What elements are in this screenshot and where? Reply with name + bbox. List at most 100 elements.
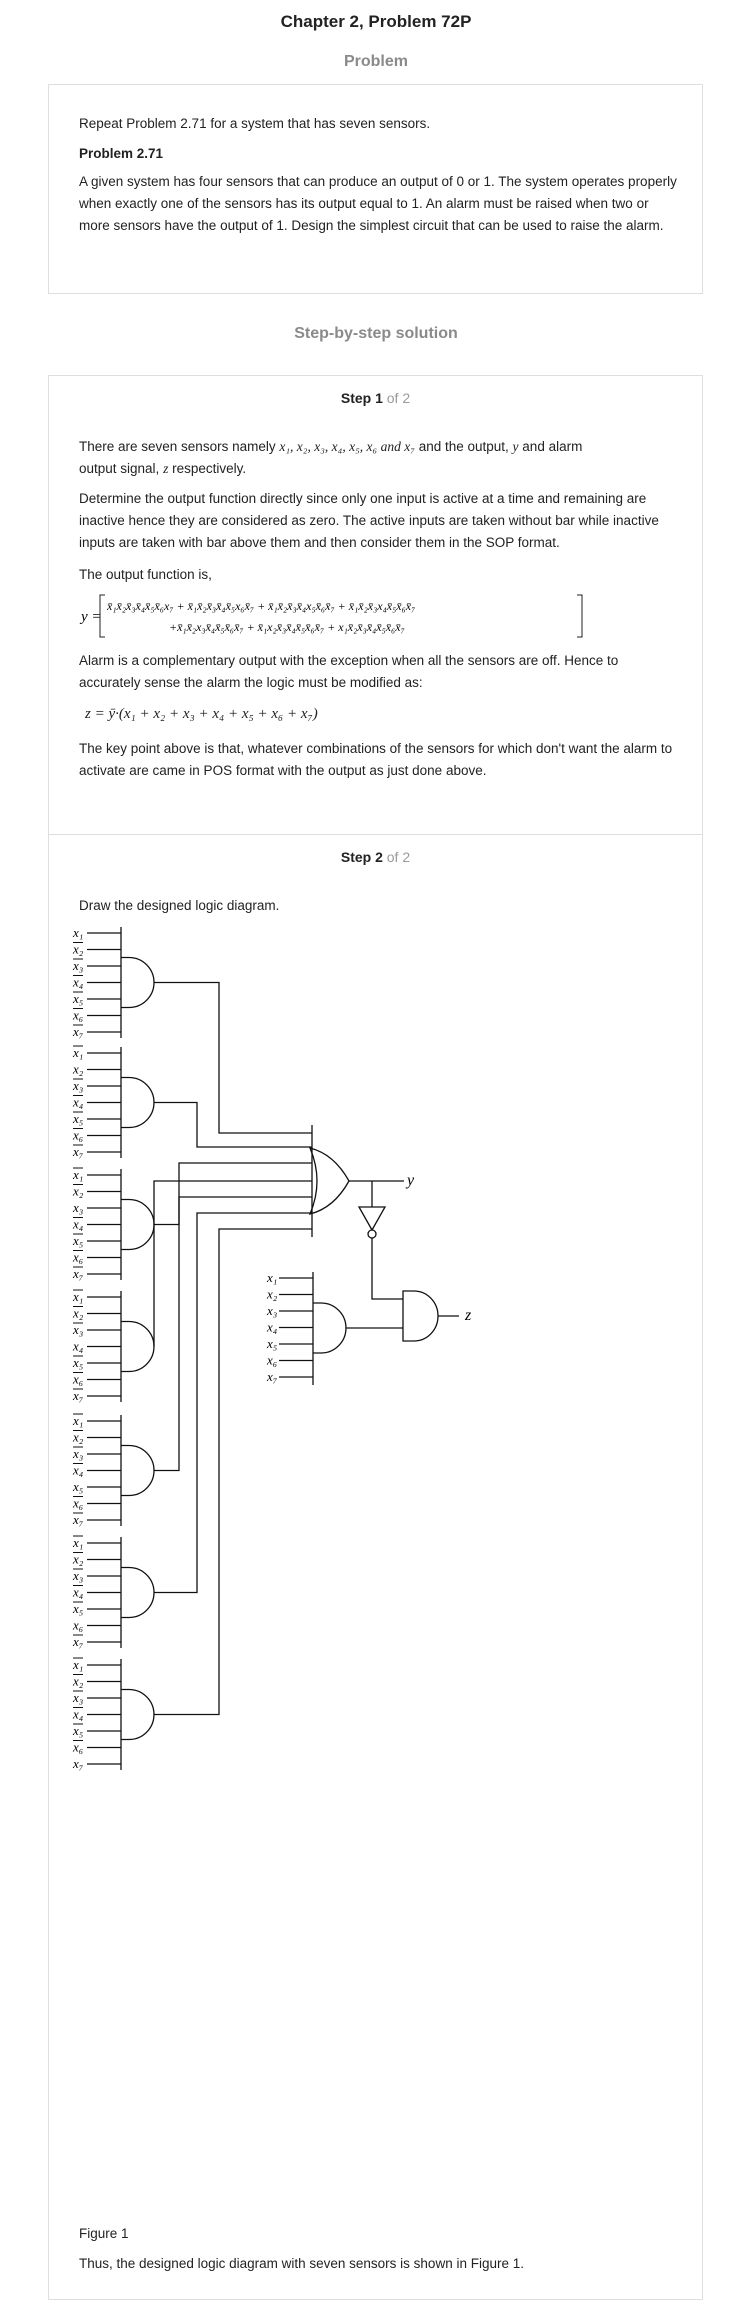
- step1-intro-line2: output signal, z respectively.: [79, 461, 247, 476]
- wire-2: [154, 1101, 312, 1148]
- eq-lhs: y =: [79, 609, 102, 625]
- input-label: x₆: [72, 1250, 83, 1265]
- input-label: x₅: [72, 1479, 83, 1494]
- wire-6: [154, 1212, 312, 1594]
- input-label: x₂: [72, 1062, 84, 1077]
- input-label: x₁: [72, 1289, 83, 1304]
- inverter: [357, 1206, 387, 1239]
- problem-heading: Problem: [343, 53, 408, 70]
- wire-1: [154, 981, 312, 1134]
- input-label: x₁: [266, 1270, 277, 1285]
- input-label: x₆: [72, 1008, 83, 1023]
- input-label: x₁: [72, 1535, 83, 1550]
- input-label: x₅: [72, 1111, 83, 1126]
- alarm-and-gate: [402, 1290, 439, 1342]
- input-label: x₄: [72, 1707, 84, 1722]
- intro-line2: respectively.: [172, 461, 247, 476]
- input-label: x₆: [72, 1740, 83, 1755]
- sensor-list: x₁, x₂, x₃, x₄, x₅, x₆ and x₇: [279, 439, 415, 454]
- problem-ref-text: A given system has four sensors that can…: [79, 174, 677, 233]
- eq-row2: +x̄₁x̄₂x₃x̄₄x̄₅x̄₆x̄₇ + x̄₁x₂x̄₃x̄₄x̄₅x̄…: [169, 620, 405, 634]
- problem-card: Repeat Problem 2.71 for a system that ha…: [48, 84, 703, 294]
- step1-card: Step 1 of 2 There are seven sensors name…: [48, 375, 703, 835]
- wire-7: [154, 1228, 312, 1716]
- input-label: x₆: [266, 1353, 277, 1368]
- input-label: x₃: [72, 958, 83, 973]
- input-label: x₅: [72, 1601, 83, 1616]
- solution-heading: Step-by-step solution: [294, 325, 458, 342]
- input-label: x₅: [72, 1355, 83, 1370]
- output-equation-graphic: y = x̄₁x̄₂x̄₃x̄₄x̄₅x̄₆x₇ + x̄₁x̄₂x̄₃x̄₄x…: [79, 594, 583, 638]
- input-label: x₇: [72, 1512, 84, 1527]
- input-label: x₇: [72, 1756, 84, 1771]
- input-label: x₃: [72, 1568, 83, 1583]
- input-label: x₇: [72, 1388, 84, 1403]
- output-equation: y = x̄₁x̄₂x̄₃x̄₄x̄₅x̄₆x₇ + x̄₁x̄₂x̄₃x̄₄x…: [79, 591, 689, 641]
- or-gate: [308, 1147, 350, 1215]
- input-label: x₄: [72, 975, 84, 990]
- step2-title: Step 2: [340, 849, 383, 865]
- input-label: x₃: [72, 1200, 83, 1215]
- alarm-equation: z = ȳ·(x₁ + x₂ + x₃ + x₄ + x₅ + x₆ + x₇): [85, 706, 318, 722]
- input-label: x₄: [72, 1217, 84, 1232]
- step1-p5: The key point above is that, whatever co…: [79, 741, 673, 778]
- input-label: x₆: [72, 1128, 83, 1143]
- input-label: x₂: [72, 1674, 84, 1689]
- input-label: x₁: [72, 925, 83, 940]
- input-label: x₅: [266, 1336, 277, 1351]
- step1-p2: Determine the output function directly s…: [79, 491, 659, 550]
- step1-p3: The output function is,: [79, 567, 212, 582]
- input-label: x₃: [266, 1303, 277, 1318]
- problem-text: Repeat Problem 2.71 for a system that ha…: [79, 116, 431, 131]
- input-label: x₄: [72, 1095, 84, 1110]
- input-label: x₃: [72, 1690, 83, 1705]
- alarm-var: z: [163, 461, 169, 476]
- input-label: x₁: [72, 1657, 83, 1672]
- input-label: x₇: [72, 1024, 84, 1039]
- input-label: x₇: [266, 1369, 278, 1384]
- intro-pre: There are seven sensors namely: [79, 439, 276, 454]
- step1-intro: There are seven sensors namely x₁, x₂, x…: [79, 436, 679, 458]
- input-label: x₂: [72, 1552, 84, 1567]
- step1-count: of 2: [386, 390, 411, 406]
- input-label: x₁: [72, 1167, 83, 1182]
- step2-count: of 2: [386, 849, 411, 865]
- wire-5: [154, 1196, 312, 1472]
- input-label: x₁: [72, 1413, 83, 1428]
- input-label: x₇: [72, 1266, 84, 1281]
- intro-post: and alarm: [522, 439, 583, 454]
- input-label: x₅: [72, 991, 83, 1006]
- intro-mid: and the output,: [418, 439, 509, 454]
- input-label: x₃: [72, 1446, 83, 1461]
- input-label: x₄: [72, 1585, 84, 1600]
- output-var: y: [512, 439, 519, 454]
- input-label: x₅: [72, 1723, 83, 1738]
- step2-p2: Thus, the designed logic diagram with se…: [79, 2256, 524, 2271]
- input-label: x₂: [72, 1184, 84, 1199]
- input-label: x₆: [72, 1372, 83, 1387]
- wire-4: [153, 1180, 312, 1347]
- step1-title: Step 1: [340, 390, 383, 406]
- step2-label: Step 2 of 2: [49, 849, 702, 865]
- wire-3: [154, 1162, 312, 1226]
- step2-p1: Draw the designed logic diagram.: [79, 898, 280, 913]
- input-label: x₄: [72, 1339, 84, 1354]
- input-label: x₂: [72, 942, 84, 957]
- input-label: x₃: [72, 1322, 83, 1337]
- input-label: x₅: [72, 1233, 83, 1248]
- input-label: x₂: [72, 1430, 84, 1445]
- input-label: x₇: [72, 1144, 84, 1159]
- page-title: Chapter 2, Problem 72P: [280, 12, 472, 31]
- step2-card: Step 2 of 2 Draw the designed logic diag…: [48, 834, 703, 2300]
- logic-diagram: x₁x₂x₃x₄x₅x₆x₇x₁x₂x₃x₄x₅x₆x₇x₁x₂x₃x₄x₅x₆…: [72, 925, 472, 1771]
- input-label: x₄: [72, 1463, 84, 1478]
- step1-p4: Alarm is a complementary output with the…: [79, 653, 619, 690]
